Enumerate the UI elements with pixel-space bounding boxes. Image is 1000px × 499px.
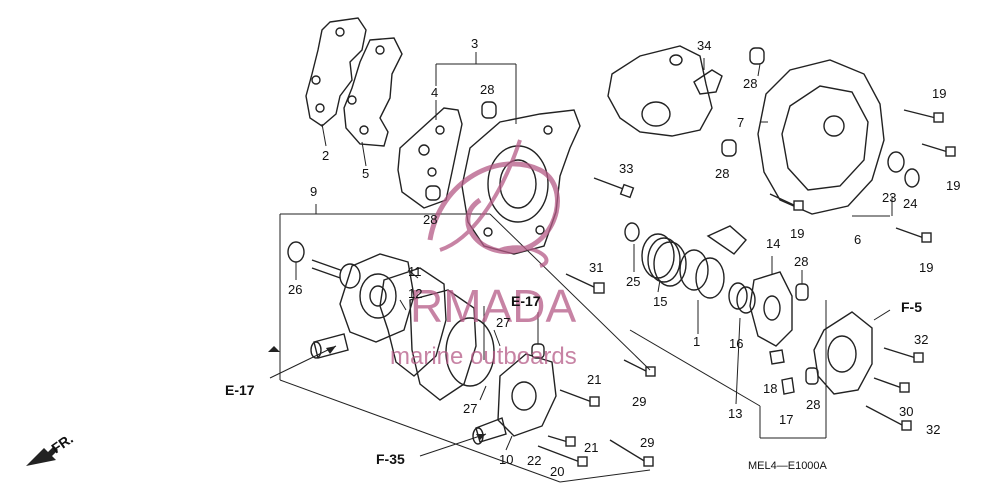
callout-27-b: 27: [463, 401, 477, 416]
thermostat-housing: [607, 45, 713, 137]
seal-25: [624, 222, 640, 242]
callout-22: 22: [527, 453, 541, 468]
callout-30: 30: [899, 404, 913, 419]
callout-32-a: 32: [914, 332, 928, 347]
callout-17: 17: [779, 412, 793, 427]
callout-21-a: 21: [587, 372, 601, 387]
callout-19-a: 19: [932, 86, 946, 101]
callout-34: 34: [697, 38, 711, 53]
callout-28-c: 28: [743, 76, 757, 91]
gasket-2: [305, 17, 367, 127]
callout-25: 25: [626, 274, 640, 289]
callout-19-c: 19: [790, 226, 804, 241]
dowel-28-lower: [795, 283, 819, 385]
bolt-31: [565, 273, 605, 294]
bolt-33: [593, 177, 635, 199]
callout-4: 4: [431, 85, 438, 100]
drawing-code: MEL4—E1000A: [748, 460, 828, 472]
callout-28-e: 28: [794, 254, 808, 269]
callout-19-b: 19: [946, 178, 960, 193]
callout-28-a: 28: [480, 82, 494, 97]
ref-e17-left: E-17: [225, 382, 255, 398]
gasket-5: [343, 37, 403, 147]
callout-33: 33: [619, 161, 633, 176]
callout-28-f: 28: [806, 397, 820, 412]
watermark-logo: [427, 139, 560, 268]
callout-14: 14: [766, 236, 780, 251]
plate-4: [397, 107, 463, 209]
bolts-32-30: [865, 347, 924, 431]
callout-19-d: 19: [919, 260, 933, 275]
dowel-28-cover: [425, 101, 497, 201]
callout-20: 20: [550, 464, 564, 479]
callout-11: 11: [408, 264, 422, 279]
callout-12: 12: [408, 286, 422, 301]
gasket-12: [409, 289, 477, 401]
ref-e17-center: E-17: [511, 293, 541, 309]
callout-26: 26: [288, 282, 302, 297]
callout-3: 3: [471, 36, 478, 51]
pump-cover-right: [813, 311, 873, 395]
callout-5: 5: [362, 166, 369, 181]
callout-28-d: 28: [715, 166, 729, 181]
callout-28-b: 28: [423, 212, 437, 227]
dowel-28-right: [721, 47, 765, 157]
bolts-21-22-20: [537, 359, 656, 467]
water-pump-impeller-shaft: [311, 259, 361, 289]
callout-16: 16: [729, 336, 743, 351]
callout-15: 15: [653, 294, 667, 309]
mechanical-seal-15: [641, 233, 687, 287]
callout-10: 10: [499, 452, 513, 467]
callout-27-a: 27: [496, 315, 510, 330]
callout-29-b: 29: [640, 435, 654, 450]
front-arrow-icon: [26, 446, 58, 466]
nipple-17-18: [769, 349, 795, 395]
cover-7: [757, 59, 885, 215]
callout-6: 6: [854, 232, 861, 247]
bolts-19: [769, 109, 956, 243]
clamp-34: [693, 69, 723, 95]
callout-9: 9: [310, 184, 317, 199]
water-pump-cover-3: [461, 109, 581, 255]
watermark-brand: RMADA: [410, 280, 576, 332]
callout-29-a: 29: [632, 394, 646, 409]
leader-lines: [268, 52, 893, 483]
watermark-tagline: marine outboards: [390, 343, 577, 370]
callout-31: 31: [589, 260, 603, 275]
water-pump-body-9: [339, 253, 415, 343]
o-ring-large: [445, 317, 495, 387]
callout-23: 23: [882, 190, 896, 205]
gasket-14: [749, 271, 793, 347]
callout-1: 1: [693, 334, 700, 349]
ref-f5: F-5: [901, 299, 922, 315]
pipe-outlet-left: [310, 333, 349, 359]
callout-13: 13: [728, 406, 742, 421]
callout-18: 18: [763, 381, 777, 396]
callout-2: 2: [322, 148, 329, 163]
gasket-11: [379, 267, 447, 377]
callout-7: 7: [737, 115, 744, 130]
callout-24: 24: [903, 196, 917, 211]
callout-21-b: 21: [584, 440, 598, 455]
o-ring-26: [287, 241, 305, 263]
seal-23-24: [887, 151, 920, 188]
ref-f35: F-35: [376, 451, 405, 467]
o-ring-16: [728, 282, 756, 314]
callout-32-b: 32: [926, 422, 940, 437]
seal-ring-1: [679, 225, 747, 299]
